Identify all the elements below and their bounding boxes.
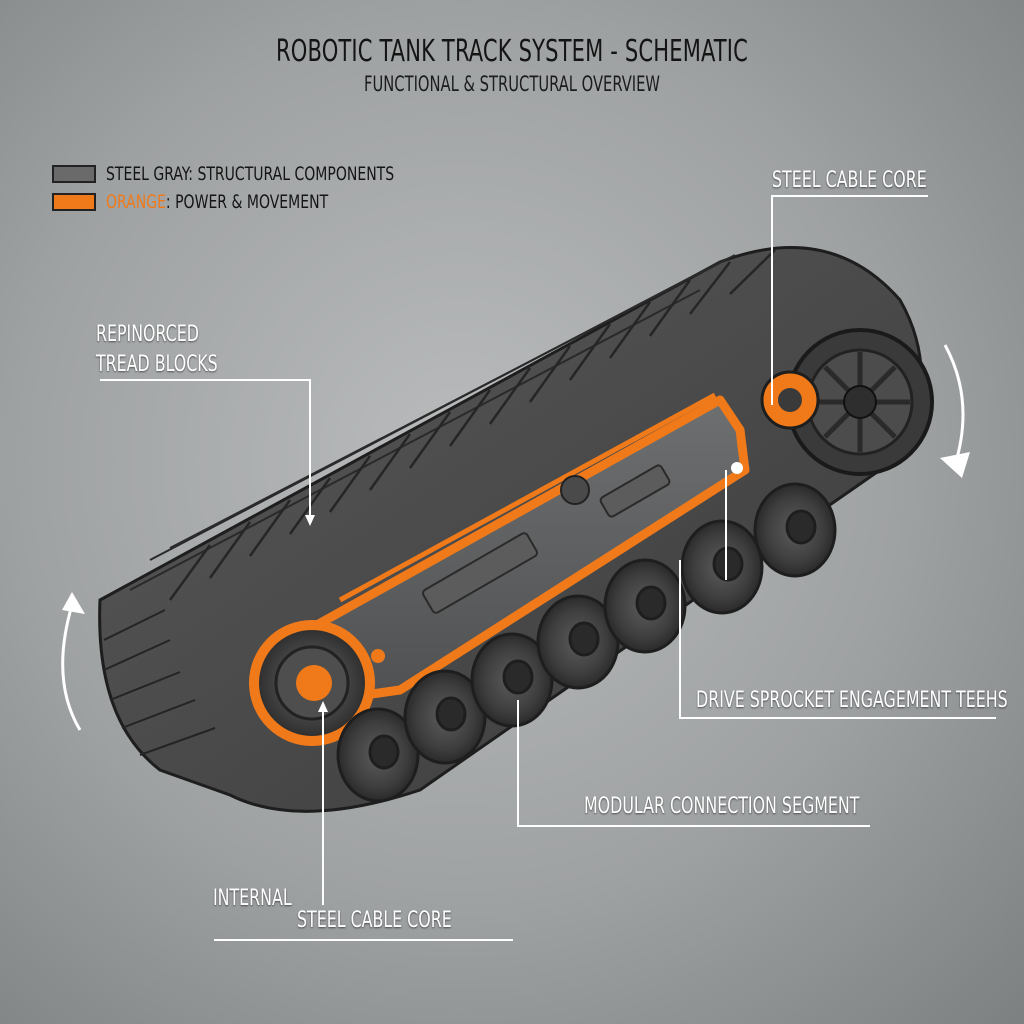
legend-swatch-orange bbox=[52, 193, 96, 211]
callout-modular-segment: MODULAR CONNECTION SEGMENT bbox=[584, 794, 860, 819]
rear-idler-wheel bbox=[249, 620, 375, 746]
road-wheel bbox=[403, 669, 487, 765]
callout-drive-sprocket: DRIVE SPROCKET ENGAGEMENT TEEHS bbox=[696, 688, 1008, 713]
road-wheel bbox=[470, 632, 554, 728]
callout-tread-blocks-line1: REPINORCED bbox=[96, 322, 199, 347]
legend: STEEL GRAY: STRUCTURAL COMPONENTS ORANGE… bbox=[52, 160, 457, 216]
rotation-arrow-left bbox=[61, 592, 85, 731]
callout-internal-line2: STEEL CABLE CORE bbox=[297, 908, 452, 933]
tread-block-grooves bbox=[168, 249, 776, 601]
road-wheel bbox=[603, 558, 687, 654]
road-wheel bbox=[753, 482, 837, 578]
callout-internal-line1: INTERNAL bbox=[213, 886, 292, 911]
callout-steel-cable-core: STEEL CABLE CORE bbox=[772, 168, 927, 193]
leader-lines bbox=[100, 195, 996, 941]
leader-modular-segment bbox=[517, 700, 870, 827]
leader-drive-sprocket bbox=[679, 560, 996, 719]
rear-tread-blocks bbox=[103, 609, 216, 756]
road-wheels bbox=[336, 482, 837, 803]
rotation-arrow-right bbox=[940, 344, 970, 478]
tread-blocks bbox=[129, 254, 736, 591]
page-title: ROBOTIC TANK TRACK SYSTEM - SCHEMATIC bbox=[276, 34, 748, 69]
leader-steel-cable-top bbox=[771, 195, 928, 405]
legend-label-gray: : STRUCTURAL COMPONENTS bbox=[188, 163, 395, 185]
legend-item-structural: STEEL GRAY: STRUCTURAL COMPONENTS bbox=[52, 160, 457, 188]
callout-tread-blocks: REPINORCED TREAD BLOCKS bbox=[96, 320, 218, 380]
road-wheel bbox=[680, 519, 764, 615]
legend-label-orange: : POWER & MOVEMENT bbox=[165, 191, 329, 213]
legend-swatch-gray bbox=[52, 165, 96, 183]
legend-item-power: ORANGE: POWER & MOVEMENT bbox=[52, 188, 457, 216]
road-wheel bbox=[536, 594, 620, 690]
legend-key-orange: ORANGE bbox=[106, 191, 166, 213]
page-subtitle: FUNCTIONAL & STRUCTURAL OVERVIEW bbox=[363, 72, 661, 96]
drive-sprocket bbox=[760, 328, 934, 476]
road-wheel bbox=[336, 707, 420, 803]
callout-tread-blocks-line2: TREAD BLOCKS bbox=[96, 352, 218, 377]
leader-tread-blocks bbox=[100, 379, 311, 522]
legend-key-gray: STEEL GRAY bbox=[106, 163, 189, 185]
